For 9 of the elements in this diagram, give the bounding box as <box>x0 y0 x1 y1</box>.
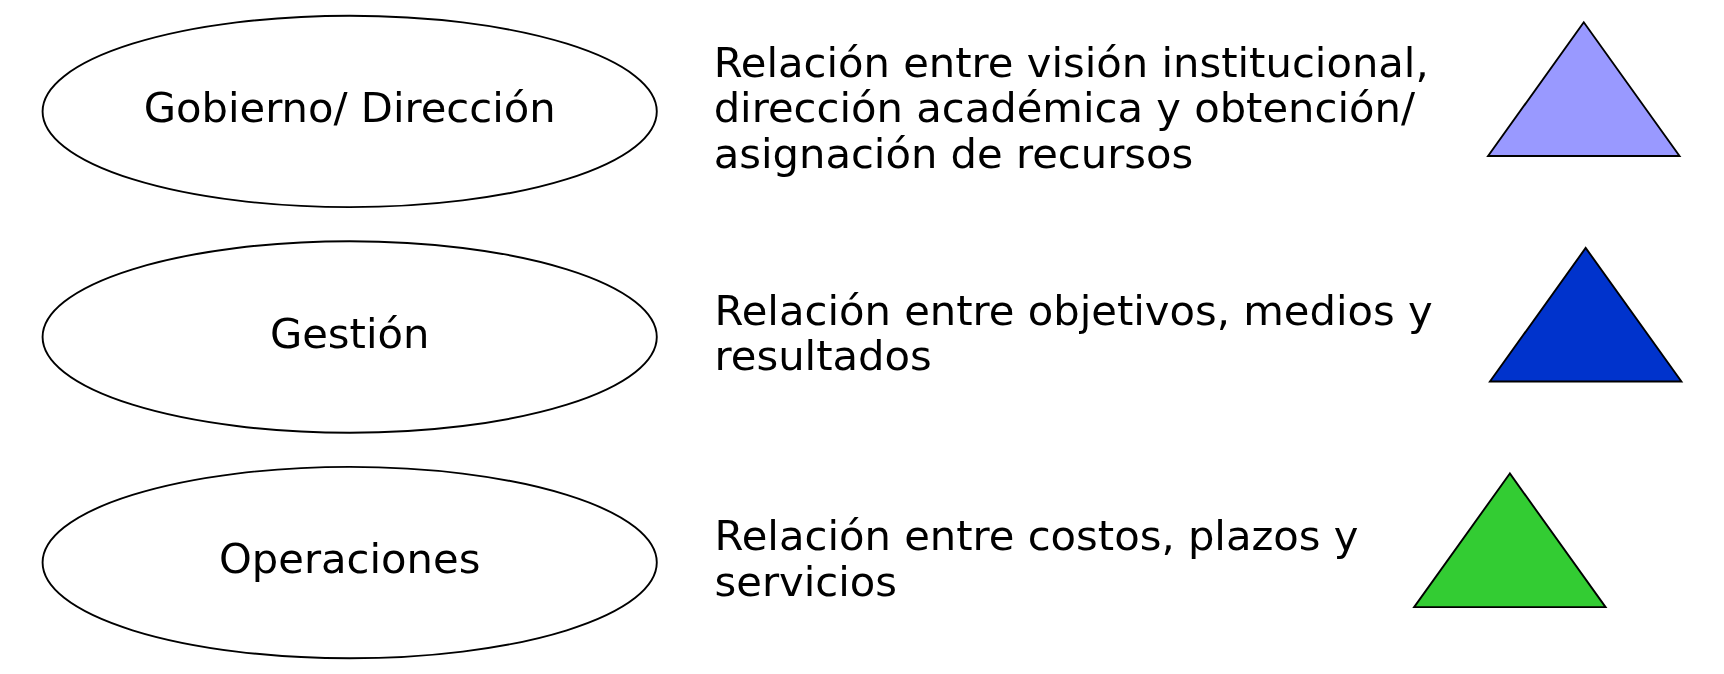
node-label: Relación entre objetivos, medios y resultados <box>714 285 1433 381</box>
node-triangle <box>1486 20 1682 157</box>
node-label: Relación entre visión institucional, dirección académica y obtención/ asignación de recursos <box>713 37 1429 178</box>
node-ellipse: Gestión <box>41 240 658 434</box>
node-ellipse: Gobierno/ Dirección <box>41 14 658 209</box>
node-label: Relación entre costos, plazos y servicios <box>714 511 1359 606</box>
node-triangle <box>1488 246 1684 383</box>
node-ellipse: Operaciones <box>41 465 658 660</box>
node-triangle <box>1412 471 1608 609</box>
